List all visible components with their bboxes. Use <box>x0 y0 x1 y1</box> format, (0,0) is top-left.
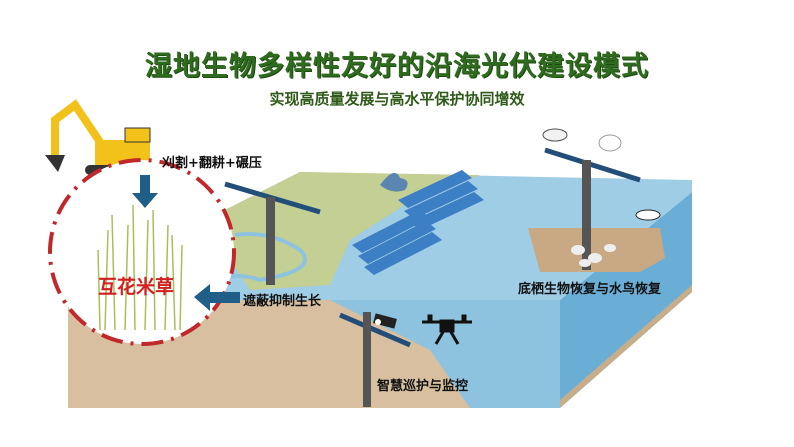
page-title: 湿地生物多样性友好的沿海光伏建设模式 <box>145 51 649 82</box>
label-shading: 遮蔽抑制生长 <box>243 294 322 309</box>
spartina-grass <box>97 204 183 331</box>
pv-panel-arrays <box>352 170 484 275</box>
spartina-circle <box>48 158 236 346</box>
right-face-edge <box>560 285 692 408</box>
label-patrol: 智慧巡护与监控 <box>377 379 469 394</box>
page-subtitle: 实现高质量发展与高水平保护协同增效 <box>269 90 525 108</box>
pv-pole-left <box>224 181 321 285</box>
label-benthic: 底栖生物恢复与水鸟恢复 <box>518 282 662 297</box>
pv-pole-camera <box>339 312 411 407</box>
label-mowing: 刈割+翻耕+碾压 <box>162 156 262 171</box>
camera-icon <box>373 313 397 329</box>
drone-icon <box>422 314 472 345</box>
pv-pole-right <box>544 147 641 270</box>
egret-icons <box>542 128 661 221</box>
shells <box>571 244 616 267</box>
label-species: 互花米草 <box>98 276 175 298</box>
arrow-left-icon <box>194 284 240 311</box>
heron-icon <box>380 172 408 192</box>
mudflat <box>528 228 665 272</box>
arrow-down-icon <box>132 175 158 208</box>
water-cross-section <box>330 300 560 408</box>
